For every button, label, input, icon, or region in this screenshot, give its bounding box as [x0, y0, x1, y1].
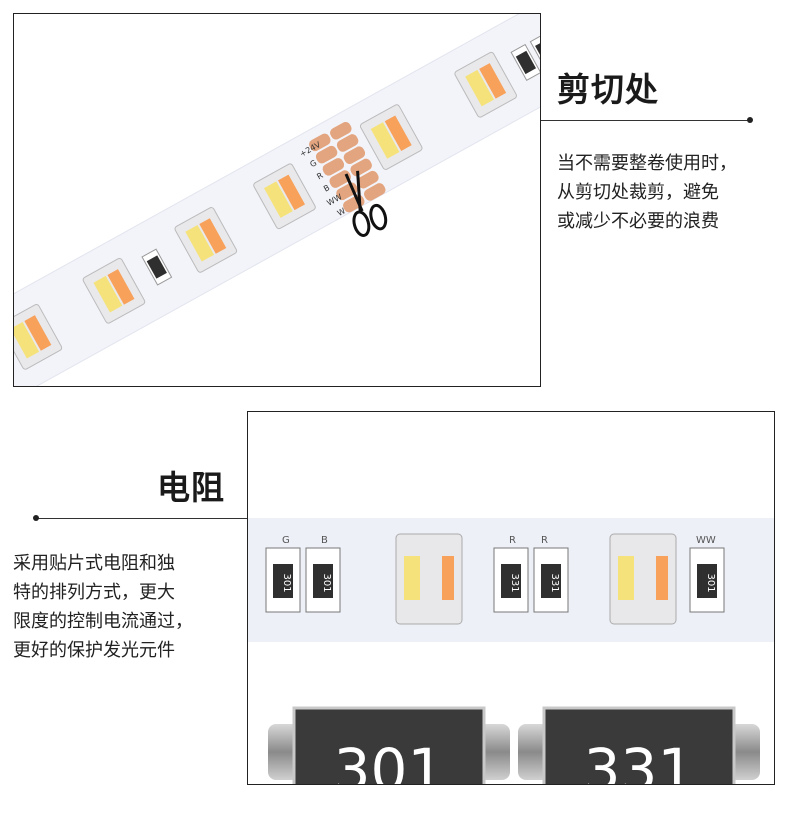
enlarged-resistor-code: 301	[334, 736, 445, 785]
resistor-ww	[689, 547, 725, 613]
cut-divider-dot	[747, 117, 753, 123]
led-chip	[14, 304, 63, 370]
strip-label: G	[282, 535, 290, 546]
resistor-code: 301	[281, 573, 292, 592]
led-chip	[253, 163, 316, 230]
strip-label: B	[321, 535, 328, 546]
copper-cut-pads	[309, 121, 386, 213]
cut-divider-line	[541, 120, 750, 121]
resistor-pair-rr	[493, 547, 569, 613]
resistor-code: 331	[549, 573, 560, 592]
led-strip-cut-illustration: +24V G R B WW W	[14, 14, 540, 386]
strip-label: R	[541, 535, 548, 546]
led-chip	[454, 51, 517, 118]
pad-label: R	[315, 171, 325, 182]
pad-label: W	[336, 206, 347, 218]
resistor-divider-dot	[33, 515, 39, 521]
resistor-code: 331	[509, 573, 520, 592]
cut-point-title: 剪切处	[557, 70, 659, 109]
cut-point-description: 当不需要整卷使用时， 从剪切处裁剪，避免 或减少不必要的浪费	[557, 153, 737, 232]
resistor-divider-line	[37, 518, 247, 519]
enlarged-resistor-331	[518, 706, 760, 784]
strip-label: R	[509, 535, 516, 546]
resistor-description: 采用贴片式电阻和独 特的排列方式，更大 限度的控制电流通过， 更好的保护发光元件	[13, 553, 193, 661]
led-chip	[609, 533, 677, 625]
pad-label: G	[309, 158, 319, 169]
scissors-icon	[344, 170, 388, 237]
led-chip	[359, 104, 423, 170]
resistor-closeup-photo: G B 301 301 R R 331 331	[247, 411, 775, 785]
enlarged-resistor-301	[268, 706, 510, 784]
resistor-code: 301	[705, 573, 716, 592]
resistor-pair-gb	[265, 547, 341, 613]
resistor-closeup-illustration: G B 301 301 R R 331 331	[248, 518, 774, 785]
resistor-code: 301	[321, 573, 332, 592]
led-chip	[395, 533, 463, 625]
cut-point-photo: +24V G R B WW W	[13, 13, 541, 387]
resistor-small	[141, 248, 173, 286]
strip-label: WW	[696, 535, 716, 546]
led-chip	[174, 207, 238, 273]
resistor-title: 电阻	[157, 468, 225, 507]
resistor-small	[529, 33, 540, 71]
enlarged-resistor-code: 331	[584, 736, 695, 785]
resistor-small	[510, 43, 540, 81]
led-chip	[82, 257, 146, 324]
pad-label: B	[322, 183, 331, 194]
